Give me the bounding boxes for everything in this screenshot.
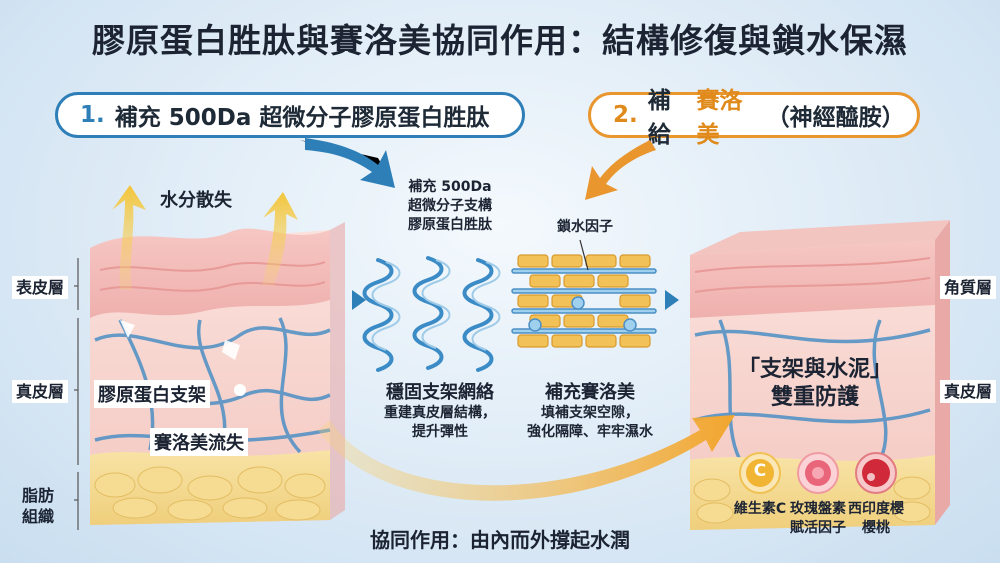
peptide-label: 補充 500Da 超微分子支構 膠原蛋白胜肽 — [390, 178, 510, 235]
frame-title: 穩固支架網絡 — [386, 382, 494, 403]
ingredient-1-line-2: 賦活因子 — [790, 520, 846, 536]
protection-line-1: 「支架與水泥」 — [737, 357, 892, 382]
step-2-suffix: （神經醯胺） — [766, 105, 905, 131]
ingredient-rose: 玫瑰盤素 賦活因子 — [783, 500, 853, 538]
step-1-number: 1. — [80, 102, 105, 128]
protection-line-2: 雙重防護 — [770, 385, 859, 410]
lock-factor-label: 鎖水因子 — [557, 219, 613, 235]
protection-label: 「支架與水泥」 雙重防護 — [715, 356, 915, 412]
label-water-loss: 水分散失 — [160, 190, 232, 211]
ingredient-0-line-1: 維生素C — [733, 501, 787, 517]
step-2-text: 補給 — [647, 88, 671, 148]
label-epidermis: 表皮層 — [12, 276, 69, 299]
ingredient-icons — [739, 452, 897, 494]
frame-description: 重建真皮層結構， 提升彈性 — [355, 404, 525, 442]
vitamin-c-icon: C — [753, 461, 767, 481]
cer-desc-line-1: 填補支架空隙， — [541, 405, 639, 421]
ingredient-2-line-1: 西印度櫻 — [848, 501, 904, 517]
bottom-caption: 協同作用：由內而外撐起水潤 — [370, 528, 630, 552]
peptide-line-3: 膠原蛋白胜肽 — [408, 217, 492, 233]
label-stratum-corneum: 角質層 — [940, 276, 997, 299]
ingredient-1-line-1: 玫瑰盤素 — [790, 501, 846, 517]
label-fat-line2: 組織 — [22, 507, 55, 526]
label-fat-line1: 脂肪 — [22, 486, 55, 505]
step-2-pill: 2. 補給 賽洛美 （神經醯胺） — [588, 88, 920, 148]
frame-desc-line-1: 重建真皮層結構， — [384, 405, 496, 421]
peptide-line-1: 補充 500Da — [408, 179, 492, 195]
page-title: 膠原蛋白胜肽與賽洛美協同作用：結構修復與鎖水保濕 — [92, 21, 908, 60]
step-1-pill: 1. 補充 500Da 超微分子膠原蛋白胜肽 — [55, 92, 525, 138]
ingredient-vitamin-c: 維生素C — [725, 500, 795, 519]
step-1-text: 補充 500Da 超微分子膠原蛋白胜肽 — [114, 105, 490, 131]
frame-desc-line-2: 提升彈性 — [412, 424, 468, 440]
cer-desc-line-2: 強化隔障、牢牢濕水 — [527, 424, 653, 440]
label-dermis-right: 真皮層 — [940, 380, 997, 403]
step-2-highlight: 賽洛美 — [696, 88, 743, 148]
brick-wall — [517, 254, 651, 348]
ceramide-title: 補充賽洛美 — [545, 382, 635, 403]
step-2-number: 2. — [613, 102, 638, 128]
ceramide-description: 填補支架空隙， 強化隔障、牢牢濕水 — [505, 404, 675, 442]
peptide-line-2: 超微分子支構 — [408, 198, 492, 214]
label-fat-tissue: 脂肪 組織 — [22, 485, 54, 527]
label-dermis-left: 真皮層 — [12, 380, 69, 403]
label-collagen-frame: 膠原蛋白支架 — [94, 380, 210, 408]
ingredient-acerola: 西印度櫻 櫻桃 — [841, 500, 911, 538]
label-ceramide-loss: 賽洛美流失 — [150, 428, 248, 456]
left-skin-block — [82, 185, 345, 525]
ingredient-2-line-2: 櫻桃 — [862, 520, 890, 536]
